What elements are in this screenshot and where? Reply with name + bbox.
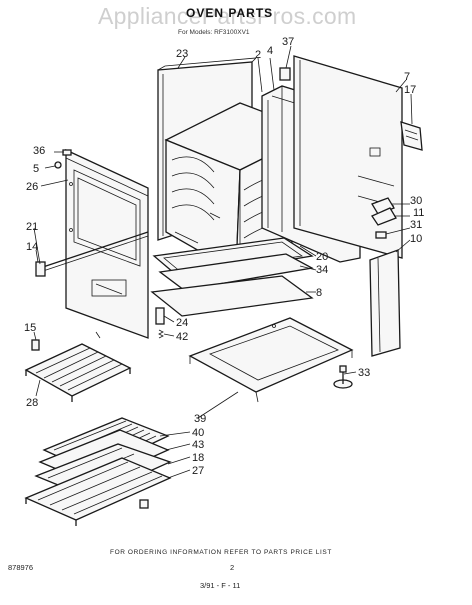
callout-30: 30 [410,195,422,207]
models-subtitle: For Models: RF3100XV1 [178,29,250,36]
callout-23: 23 [176,48,188,60]
part-7-back-panel [293,55,403,259]
part-36-screw [62,149,72,156]
part-26-door-frame [65,148,149,339]
watermark-text: AppliancePartsPros.com [98,3,356,29]
part-8-bottom-panel [150,275,314,317]
diagram-title: OVEN PARTS [186,6,273,20]
callout-27: 27 [192,465,204,477]
part-33-leveling-leg [333,365,353,389]
callout-24: 24 [176,317,188,329]
part-42-spring [158,329,164,339]
callout-26: 26 [26,181,38,193]
callout-7: 7 [404,71,410,83]
callout-34: 34 [316,264,328,276]
part-27-oven-rack-2 [24,457,172,526]
part-21-bake-rod [39,231,149,273]
page-number: 2 [230,563,234,572]
callout-15: 15 [24,322,36,334]
callout-10: 10 [410,233,422,245]
callout-31: 31 [410,219,422,231]
callout-labels: 23 2 4 37 7 17 36 5 26 30 11 31 10 21 14… [24,36,424,477]
callout-2: 2 [255,49,261,61]
part-5-clip [54,161,62,169]
date-code: 3/91 - F - 11 [200,581,240,590]
callout-37: 37 [282,36,294,48]
part-37-bracket [279,67,291,81]
callout-4: 4 [267,45,273,57]
callout-33: 33 [358,367,370,379]
callout-21: 21 [26,221,38,233]
callout-20: 20 [316,251,328,263]
part-39-drawer-frame [188,317,354,403]
callout-11: 11 [413,207,424,219]
callout-17: 17 [404,84,416,96]
part-34-bottom-support [158,253,314,291]
callout-43: 43 [192,439,204,451]
callout-42: 42 [176,331,188,343]
part-17-access-cover [400,121,423,151]
callout-36: 36 [33,145,45,157]
part-24-vent [155,307,165,325]
part-28-oven-rack [24,331,132,402]
callout-8: 8 [316,287,322,299]
callout-5: 5 [33,163,39,175]
part-31-lamp [375,231,387,239]
part-14-hinge [35,261,46,277]
callout-40: 40 [192,427,204,439]
document-number: 878976 [8,563,33,572]
callout-28: 28 [26,397,38,409]
part-11-switch-bracket [371,207,397,226]
ordering-instruction: FOR ORDERING INFORMATION REFER TO PARTS … [110,549,332,556]
part-15-rack-stop [31,339,40,351]
part-10-side-trim [369,249,401,357]
callout-18: 18 [192,452,204,464]
callout-14: 14 [26,241,38,253]
leader-lines [33,45,413,479]
callout-39: 39 [194,413,206,425]
